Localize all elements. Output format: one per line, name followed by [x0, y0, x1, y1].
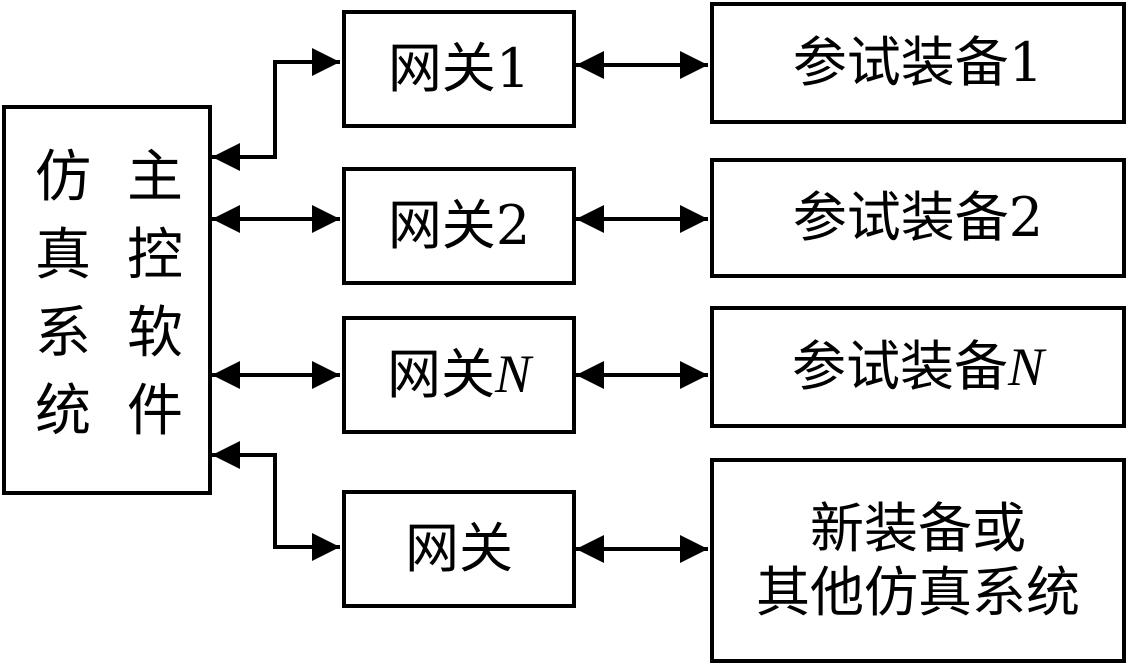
gateway-n-number: N — [494, 344, 532, 405]
gateway-2-number: 2 — [495, 194, 531, 258]
new-equipment-line-2: 其他仿真系统 — [756, 560, 1080, 624]
gateway-1-number: 1 — [495, 37, 531, 101]
equipment-n-box: 参试装备N — [710, 306, 1126, 428]
main-char-1: 仿 — [35, 144, 91, 210]
gateway-n-label: 网关 — [386, 343, 495, 407]
main-char-6: 控 — [127, 222, 183, 288]
main-char-5: 主 — [127, 144, 183, 210]
main-char-3: 系 — [35, 300, 91, 366]
new-equipment-line-1: 新装备或 — [810, 496, 1026, 560]
equipment-1-box: 参试装备1 — [710, 2, 1126, 124]
new-equipment-box: 新装备或 其他仿真系统 — [710, 458, 1126, 663]
gateway-new-label: 网关 — [405, 517, 513, 581]
main-char-7: 软 — [127, 300, 183, 366]
main-char-2: 真 — [35, 222, 91, 288]
main-control-software-box: 仿 主 真 控 系 软 统 件 — [2, 105, 212, 495]
connector-main-gateway-1 — [212, 48, 340, 171]
equipment-2-label: 参试装备2 — [792, 186, 1044, 250]
connector-main-gateway-new — [212, 441, 340, 561]
equipment-1-label: 参试装备1 — [792, 31, 1044, 95]
gateway-2-label: 网关 — [387, 194, 496, 258]
equipment-2-box: 参试装备2 — [710, 158, 1126, 278]
gateway-new-box: 网关 — [342, 490, 576, 608]
main-char-4: 统 — [35, 378, 91, 444]
main-char-8: 件 — [127, 378, 183, 444]
gateway-1-label: 网关 — [387, 37, 496, 101]
equipment-n-label: 参试装备N — [791, 334, 1045, 398]
